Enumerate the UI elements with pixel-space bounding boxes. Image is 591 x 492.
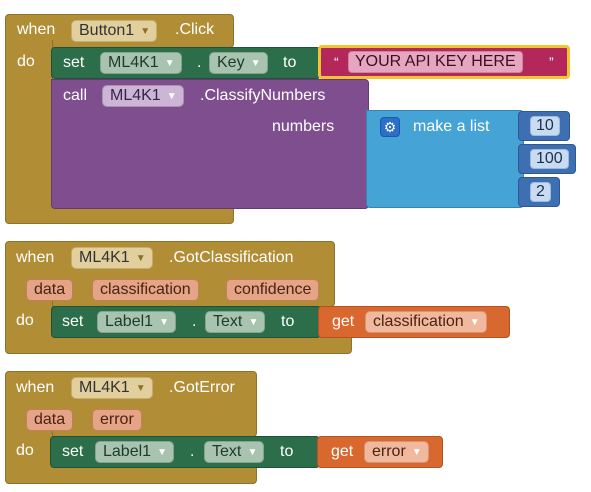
- chevron-down-icon: ▼: [140, 26, 151, 37]
- set-label: set: [62, 443, 84, 460]
- classification-var-label: classification: [373, 313, 464, 330]
- key-property-dropdown[interactable]: Key ▼: [209, 52, 268, 74]
- when-label: when: [16, 379, 55, 396]
- when-label: when: [16, 249, 55, 266]
- set-label: set: [63, 54, 85, 71]
- chevron-down-icon: ▼: [157, 447, 168, 458]
- ml4k1-label: ML4K1: [79, 379, 130, 396]
- ml4k1-component-dropdown[interactable]: ML4K1 ▼: [100, 52, 182, 74]
- dot-label: .: [197, 54, 202, 71]
- param-confidence[interactable]: confidence: [226, 279, 320, 301]
- error-var-label: error: [372, 443, 406, 460]
- button1-component-dropdown[interactable]: Button1 ▼: [71, 20, 158, 42]
- chevron-down-icon: ▼: [250, 58, 261, 69]
- goterror-event-label: .GotError: [169, 379, 235, 396]
- error-var-dropdown[interactable]: error ▼: [364, 441, 429, 463]
- classifynumbers-method-label: .ClassifyNumbers: [200, 87, 326, 104]
- param-data[interactable]: data: [26, 279, 74, 301]
- set-label1-text-block[interactable]: [50, 436, 320, 468]
- classification-var-dropdown[interactable]: classification ▼: [365, 311, 487, 333]
- chevron-down-icon: ▼: [135, 383, 146, 394]
- text-label: Text: [212, 443, 242, 460]
- do-label: do: [17, 53, 35, 70]
- label1-component-dropdown[interactable]: Label1 ▼: [97, 311, 177, 333]
- ml4k1-event-dropdown[interactable]: ML4K1 ▼: [71, 377, 153, 399]
- ml4k1-event-dropdown[interactable]: ML4K1 ▼: [71, 247, 153, 269]
- text-label: Text: [213, 313, 243, 330]
- chevron-down-icon: ▼: [411, 447, 422, 458]
- do-label: do: [16, 312, 34, 329]
- label1-label: Label1: [103, 443, 152, 460]
- chevron-down-icon: ▼: [247, 447, 258, 458]
- ml4k1-label: ML4K1: [79, 249, 130, 266]
- do-label: do: [16, 442, 34, 459]
- numbers-arg-label: numbers: [272, 118, 335, 135]
- get-label: get: [332, 313, 355, 330]
- chevron-down-icon: ▼: [164, 58, 175, 69]
- dot-label: .: [190, 443, 195, 460]
- gear-icon[interactable]: ⚙: [380, 117, 400, 137]
- number-field-3[interactable]: 2: [530, 182, 551, 202]
- open-quote: “: [334, 54, 339, 70]
- when-label: when: [17, 21, 56, 38]
- chevron-down-icon: ▼: [166, 91, 177, 102]
- close-quote: ”: [549, 54, 554, 70]
- dot-label: .: [192, 313, 197, 330]
- number-field-2[interactable]: 100: [530, 149, 569, 169]
- set-label1-text-block[interactable]: [51, 306, 321, 338]
- get-label: get: [331, 443, 354, 460]
- text-property-dropdown[interactable]: Text ▼: [205, 311, 266, 333]
- chevron-down-icon: ▼: [248, 317, 259, 328]
- button1-label: Button1: [79, 22, 135, 39]
- number-field-1[interactable]: 10: [530, 116, 560, 136]
- api-key-text-field[interactable]: YOUR API KEY HERE: [348, 51, 523, 73]
- label1-component-dropdown[interactable]: Label1 ▼: [95, 441, 175, 463]
- param-error[interactable]: error: [92, 409, 142, 431]
- key-label: Key: [217, 54, 245, 71]
- chevron-down-icon: ▼: [135, 253, 146, 264]
- param-data[interactable]: data: [26, 409, 74, 431]
- chevron-down-icon: ▼: [159, 317, 170, 328]
- set-ml4k1-key-block[interactable]: [51, 47, 321, 79]
- ml4k1-label: ML4K1: [108, 54, 159, 71]
- param-classification[interactable]: classification: [92, 279, 199, 301]
- make-a-list-label: make a list: [413, 118, 490, 135]
- call-label: call: [63, 87, 88, 104]
- to-label: to: [280, 443, 294, 460]
- ml4k1-call-label: ML4K1: [110, 87, 161, 104]
- click-event-label: .Click: [175, 21, 215, 38]
- gotclassification-event-label: .GotClassification: [169, 249, 294, 266]
- text-property-dropdown[interactable]: Text ▼: [204, 441, 265, 463]
- ml4k1-call-dropdown[interactable]: ML4K1 ▼: [102, 85, 184, 107]
- chevron-down-icon: ▼: [469, 317, 480, 328]
- set-label: set: [62, 313, 84, 330]
- to-label: to: [281, 313, 295, 330]
- label1-label: Label1: [105, 313, 154, 330]
- to-label: to: [283, 54, 297, 71]
